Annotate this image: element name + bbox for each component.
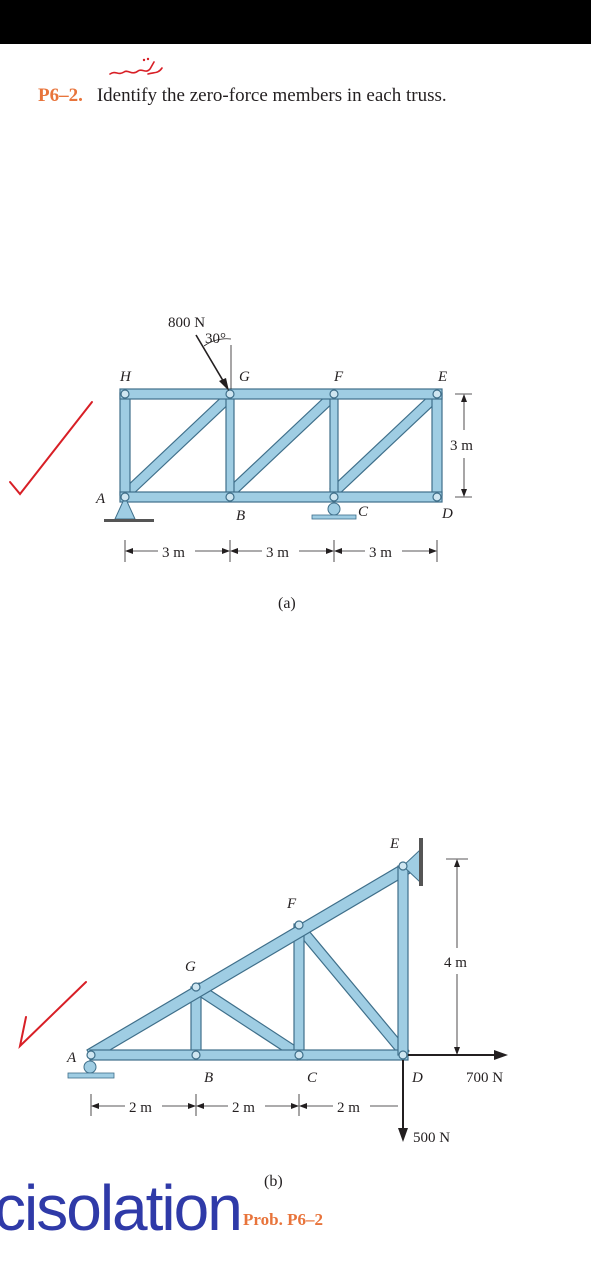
problem-statement: P6–2. Identify the zero-force members in … bbox=[38, 85, 447, 107]
joint-label-f: F bbox=[286, 896, 297, 912]
joint-label-f: F bbox=[333, 369, 344, 385]
truss-pins-a bbox=[120, 389, 442, 502]
load-arrow-800n bbox=[195, 334, 232, 391]
joint-label-h: H bbox=[119, 369, 132, 385]
span-label-b-2: 2 m bbox=[232, 1100, 255, 1116]
problem-label: Prob. P6–2 bbox=[243, 1210, 323, 1229]
problem-number: P6–2. bbox=[38, 85, 83, 106]
load-label-700n: 700 N bbox=[466, 1070, 503, 1086]
top-status-bar bbox=[0, 0, 591, 44]
truss-members-a bbox=[119, 388, 443, 503]
truss-figure-a: 800 N 30° H G F E A B C D 3 m 3 m 3 m 3 … bbox=[9, 315, 473, 612]
truss-figure-b: E F G A B C D 4 m 700 N 500 N 2 m 2 m bbox=[18, 836, 508, 1190]
load-angle-label: 30° bbox=[205, 331, 226, 347]
truss-members-b bbox=[86, 862, 411, 1061]
joint-label-e: E bbox=[437, 369, 447, 385]
load-arrow-500n bbox=[398, 1060, 408, 1142]
bracket-support-e bbox=[402, 838, 423, 886]
span-label-b-1: 2 m bbox=[129, 1100, 152, 1116]
height-label-a: 3 m bbox=[450, 438, 473, 454]
roller-support-c bbox=[311, 502, 357, 520]
truss-pins-b bbox=[86, 861, 408, 1060]
span-dimensions-b bbox=[90, 1094, 398, 1116]
check-mark-icon bbox=[18, 981, 87, 1049]
joint-label-a: A bbox=[66, 1050, 77, 1066]
span-label-a-2: 3 m bbox=[266, 545, 289, 561]
load-label-800n: 800 N bbox=[168, 315, 205, 331]
joint-label-b: B bbox=[204, 1070, 213, 1086]
height-label-b: 4 m bbox=[444, 955, 467, 971]
joint-label-g: G bbox=[239, 369, 250, 385]
joint-label-c: C bbox=[358, 504, 369, 520]
load-label-500n: 500 N bbox=[413, 1130, 450, 1146]
height-dimension-a bbox=[455, 393, 472, 498]
span-label-b-3: 2 m bbox=[337, 1100, 360, 1116]
figure-caption-b: (b) bbox=[264, 1173, 283, 1190]
pin-support-a bbox=[104, 495, 154, 522]
joint-label-b: B bbox=[236, 508, 245, 524]
handwritten-annotation bbox=[109, 57, 163, 75]
watermark: cisolation bbox=[0, 1172, 243, 1244]
joint-label-d: D bbox=[411, 1070, 423, 1086]
joint-label-e: E bbox=[389, 836, 399, 852]
load-arrow-700n bbox=[408, 1050, 508, 1060]
span-label-a-1: 3 m bbox=[162, 545, 185, 561]
span-label-a-3: 3 m bbox=[369, 545, 392, 561]
joint-label-d: D bbox=[441, 506, 453, 522]
figure-caption-a: (a) bbox=[278, 595, 296, 612]
span-dimensions-a bbox=[124, 540, 438, 562]
problem-text: Identify the zero-force members in each … bbox=[96, 85, 447, 106]
check-mark-icon bbox=[9, 401, 93, 496]
joint-label-a: A bbox=[95, 491, 106, 507]
joint-label-c: C bbox=[307, 1070, 318, 1086]
joint-label-g: G bbox=[185, 959, 196, 975]
height-dimension-b bbox=[446, 858, 468, 1055]
roller-support-a bbox=[67, 1060, 115, 1079]
